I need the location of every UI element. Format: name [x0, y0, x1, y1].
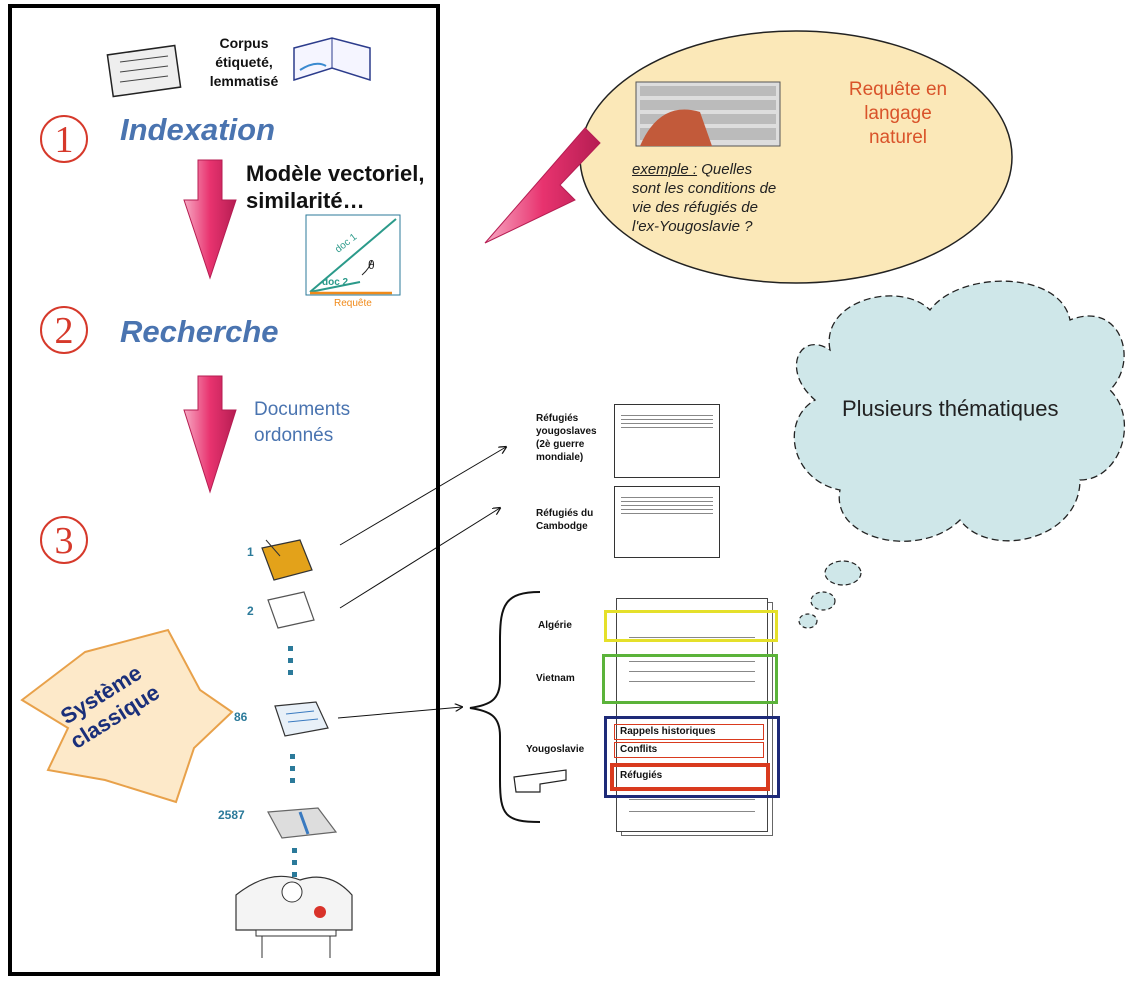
docs-line-1: Documents [254, 399, 351, 420]
corpus-line-2: étiqueté, [215, 54, 273, 70]
rappels-subsection-box [614, 724, 764, 740]
rank-86: 86 [234, 710, 248, 724]
down-arrow-1 [183, 159, 237, 280]
yougoslavie-section-box [604, 716, 780, 798]
corpus-line-1: Corpus [219, 35, 269, 51]
result-doc-1-line-4: mondiale) [536, 452, 584, 463]
link-doc2 [339, 508, 500, 609]
example-line-4: l'ex-Yougoslavie ? [632, 218, 753, 235]
curly-brace [469, 591, 541, 823]
result-doc-2-line-2: Cambodge [536, 521, 588, 532]
conflits-label: Conflits [618, 744, 660, 755]
model-line-1: Modèle vectoriel, [246, 161, 425, 186]
book-icon [261, 539, 313, 581]
newspaper-small-icon [274, 701, 329, 737]
vector-query-label: Requête [334, 298, 372, 309]
thematic-cloud [793, 280, 1126, 629]
result-doc-1-line-1: Réfugiés [536, 413, 579, 424]
keyboard-icon [635, 81, 781, 147]
bubble-title-line-1: Requête en [848, 79, 948, 100]
docs-line-2: ordonnés [254, 425, 334, 446]
example-label: exemple : [632, 161, 698, 178]
corpus-label: Corpus étiqueté, lemmatisé [196, 34, 292, 91]
result-doc-1-line-3: (2è guerre [536, 439, 585, 450]
result-doc-1-card [614, 404, 720, 478]
link-doc1 [339, 447, 506, 546]
result-doc-1-line-2: yougoslaves [536, 426, 597, 437]
ellipsis-dots-2 [290, 754, 296, 790]
yougoslavie-label: Yougoslavie [526, 744, 585, 755]
documents-ordered: Documents ordonnés [254, 397, 350, 449]
refugies-label: Réfugiés [618, 770, 665, 781]
vector-theta-label: θ [368, 258, 375, 272]
overwhelmed-person-icon [235, 875, 353, 958]
result-doc-2-card [614, 486, 720, 558]
algerie-section-box [604, 610, 778, 642]
model-text: Modèle vectoriel, similarité… [246, 160, 425, 214]
rank-1: 1 [247, 545, 254, 559]
ellipsis-dots-3 [292, 848, 298, 884]
step-2-number: 2 [40, 306, 88, 354]
vietnam-section-box [602, 654, 778, 704]
example-line-1: Quelles [701, 161, 753, 178]
result-doc-2-line-1: Réfugiés du [536, 508, 594, 519]
vietnam-label: Vietnam [536, 673, 575, 684]
result-doc-1-label: Réfugiés yougoslaves (2è guerre mondiale… [536, 412, 616, 464]
bubble-title-line-3: naturel [868, 127, 928, 148]
system-star [20, 628, 234, 804]
example-line-2: sont les conditions de [632, 180, 777, 197]
rappels-label: Rappels historiques [618, 726, 718, 737]
link-doc86 [337, 707, 462, 719]
step-3-number: 3 [40, 516, 88, 564]
ellipsis-dots-1 [288, 646, 294, 682]
refugies-subsection-box [610, 763, 770, 791]
step-1-number: 1 [40, 115, 88, 163]
vector-doc2-label: doc 2 [322, 277, 349, 288]
pointing-hand-icon [513, 769, 567, 793]
bubble-title-line-2: langage [864, 103, 932, 124]
rank-2: 2 [247, 604, 254, 618]
long-document-page [616, 598, 768, 832]
vector-diagram [305, 214, 401, 296]
newspaper-icon [106, 44, 182, 98]
left-panel-frame [8, 4, 440, 976]
open-book-icon [293, 37, 371, 82]
conflits-subsection-box [614, 742, 764, 758]
query-bubble [579, 30, 1013, 284]
example-line-3: vie des réfugiés de [632, 199, 758, 216]
cloud-text: Plusieurs thématiques [842, 396, 1059, 421]
down-arrow-2 [183, 375, 237, 494]
step-2-title: Recherche [120, 314, 279, 349]
corpus-line-3: lemmatisé [209, 73, 279, 89]
bubble-title: Requête en langage naturel [808, 78, 988, 150]
document-stack-icon [267, 807, 338, 839]
bubble-example: exemple : Quelles sont les conditions de… [632, 160, 832, 236]
step-1-title: Indexation [120, 112, 276, 147]
rank-2587: 2587 [218, 808, 245, 822]
result-doc-2-label: Réfugiés du Cambodge [536, 507, 616, 533]
bubble-arrow [484, 127, 601, 244]
model-line-2: similarité… [246, 188, 365, 213]
paper-icon [267, 591, 315, 629]
algerie-label: Algérie [538, 620, 572, 631]
